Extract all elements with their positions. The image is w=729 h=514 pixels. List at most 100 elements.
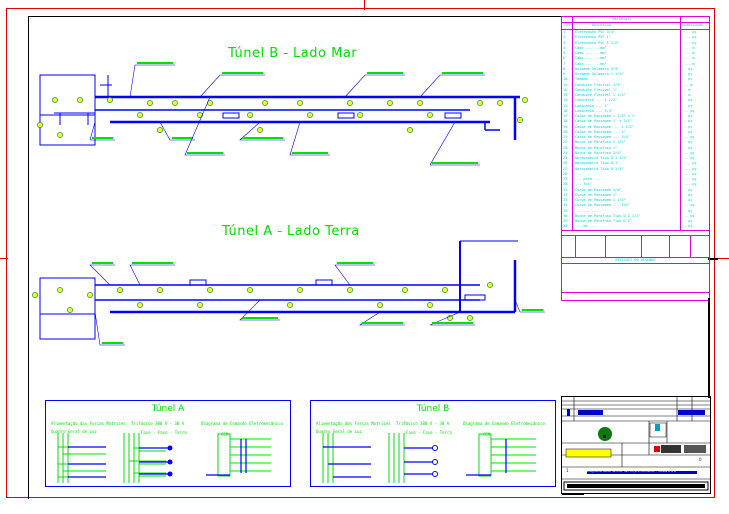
materials-cell-qty: - pç <box>684 124 693 129</box>
light-fixture <box>297 287 303 293</box>
annotation-text <box>92 137 113 139</box>
section-label: Diagrama de Comando Eletromecânico <box>463 421 545 426</box>
light-fixture <box>257 127 263 133</box>
light-fixture <box>517 117 523 123</box>
materials-cell-qty: --- pç <box>684 161 697 166</box>
materials-cell-desc: Curva de Passagem 1" <box>575 192 618 197</box>
materials-cell-item: 1 <box>563 30 566 34</box>
materials-cell-item: 35 <box>563 208 568 213</box>
light-fixture <box>407 127 413 133</box>
materials-cell-item: 24 <box>563 150 568 155</box>
materials-cell-item: 15 <box>563 103 568 108</box>
annotation-leader <box>429 121 480 166</box>
materials-cell-item: 22 <box>563 140 568 145</box>
annotation-leader <box>289 121 330 156</box>
annotation-leader <box>89 264 115 286</box>
annotation-text <box>172 137 193 139</box>
drawing-title: Diagrama Geral de Inst. de Força e Coman… <box>587 469 676 473</box>
materials-cell-item: 27 <box>563 166 568 171</box>
materials-cell-item: 36 <box>563 213 568 218</box>
light-fixture <box>467 315 473 321</box>
light-fixture <box>357 112 363 118</box>
materials-cell-qty: - pç <box>684 103 693 108</box>
light-fixture <box>57 287 63 293</box>
materials-cell-item: 3 <box>563 40 566 45</box>
materials-cell-item: 16 <box>563 108 568 113</box>
annotation-leader <box>184 96 225 156</box>
materials-cell-desc: Conduite Flexível 1 1/2" <box>575 93 626 97</box>
title-block: 1 Diagrama Geral de Inst. de Força e Com… <box>561 396 711 494</box>
materials-cell-desc: Cabo --- ---mm² <box>575 56 607 61</box>
materials-cell-qty: -- pç <box>684 150 695 155</box>
schematic-wiring <box>57 433 271 483</box>
materials-cell-qty: - pç <box>684 66 693 71</box>
light-fixture <box>137 112 143 118</box>
schematic-wiring <box>322 433 536 483</box>
light-fixture <box>52 97 58 103</box>
materials-cell-desc: --- --- --- <box>575 208 599 213</box>
materials-cell-desc: Eletroduto PVC 1" <box>575 35 611 40</box>
materials-row: 38--- de ---- pç <box>562 224 709 229</box>
materials-cell-desc: Unidade Seladora 1 1/2" <box>575 72 624 76</box>
materials-cell-desc: Bucha de Parafuso 1" <box>575 145 618 150</box>
materials-cell-desc: Curva de Passagem 1 1/2" <box>575 198 626 202</box>
frame-line <box>708 298 710 398</box>
materials-cell-item: 20 <box>563 129 568 134</box>
materials-cell-qty: - pç <box>684 224 693 229</box>
light-fixture <box>262 100 268 106</box>
annotation-leader <box>419 74 485 98</box>
annotation-text <box>187 152 223 154</box>
light-fixture <box>57 132 63 138</box>
outer-sheet-border <box>6 8 715 498</box>
center-mark-top <box>364 0 365 10</box>
materials-cell-qty: --- pç <box>684 30 697 34</box>
materials-cell-qty: --- m <box>684 56 695 61</box>
materials-cell-desc: Bucha de Parafuso Tipo D 1" <box>575 219 632 223</box>
materials-cell-qty: --- m <box>684 45 695 50</box>
materials-cell-desc: Caixa de Passagem --- 1" <box>575 129 626 134</box>
materials-cell-desc: Cabo --- ---mm² <box>575 51 607 55</box>
materials-cell-desc: Eletroduto PVC 1 1/2" <box>575 40 620 45</box>
center-mark-right <box>718 258 729 259</box>
materials-cell-item: 21 <box>563 135 568 139</box>
materials-cell-item: 19 <box>563 124 568 129</box>
tunnel-a-layout <box>39 240 518 340</box>
materials-row: 29--- para ------ pç <box>562 177 709 182</box>
materials-cell-qty: -- pç <box>684 203 695 208</box>
light-fixture <box>107 97 113 103</box>
materials-cell-item: 9 <box>563 72 566 76</box>
materials-cell-qty: - pç <box>684 72 693 76</box>
annotation-leader <box>129 64 175 98</box>
annotation-leader <box>159 121 195 141</box>
materials-cell-qty: - m <box>684 87 691 92</box>
section-label: Alimentação das Forças Motrizes <box>316 421 391 426</box>
materials-cell-qty: -- m <box>684 82 693 87</box>
light-fixture <box>402 287 408 293</box>
light-fixture <box>197 302 203 308</box>
materials-cell-desc: Tomada --- <box>575 77 597 82</box>
materials-cell-qty: -- pç <box>684 108 695 113</box>
materials-cell-desc: --- para --- <box>575 177 601 181</box>
materials-cell-item: 17 <box>563 114 568 118</box>
annotation-leaders <box>89 62 545 346</box>
materials-cell-item: 5 <box>563 51 566 55</box>
annotation-text <box>137 62 173 64</box>
materials-cell-qty: --- pç <box>684 166 697 171</box>
materials-cell-qty: -- pç <box>684 156 695 160</box>
annotation-text <box>102 342 123 344</box>
schematic-title: Túnel A <box>151 404 185 414</box>
light-fixture <box>307 112 313 118</box>
